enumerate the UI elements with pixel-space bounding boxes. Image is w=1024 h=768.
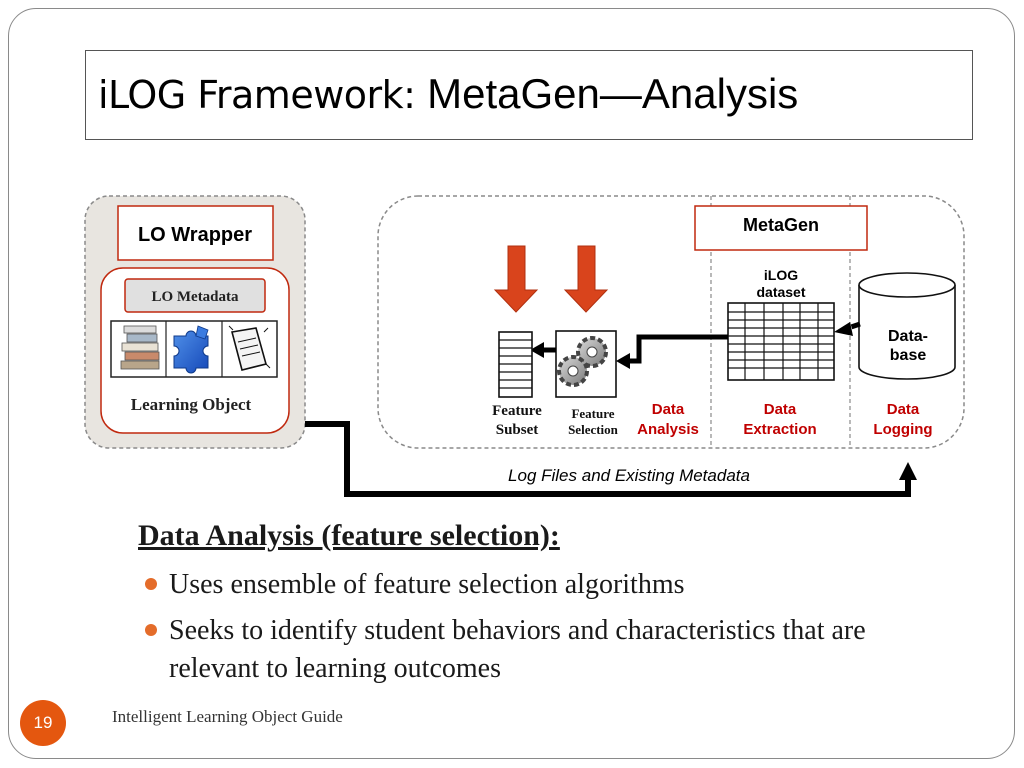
learning-object-label: Learning Object bbox=[131, 395, 252, 414]
data-logging-line2: Logging bbox=[873, 421, 932, 438]
books-icon bbox=[120, 325, 160, 370]
title-box: iLOG Framework: MetaGen—Analysis bbox=[85, 50, 973, 140]
bullet-dot-icon bbox=[145, 578, 157, 590]
slide-title: iLOG Framework: MetaGen—Analysis bbox=[98, 73, 798, 115]
page-number-badge: 19 bbox=[20, 700, 66, 746]
metagen-label: MetaGen bbox=[743, 215, 819, 235]
lo-metadata-label: LO Metadata bbox=[151, 289, 239, 305]
slide-frame bbox=[8, 8, 1015, 759]
feature-subset-table bbox=[498, 331, 533, 398]
data-extraction-line1: Data bbox=[764, 401, 797, 418]
title-strong: iLOG Framework: bbox=[98, 73, 416, 117]
lo-wrapper-box bbox=[117, 205, 274, 261]
dataset-to-gears-arrow-line bbox=[628, 334, 728, 364]
db-to-dataset-arrow-line bbox=[847, 321, 861, 331]
feature-selection-line2: Selection bbox=[568, 422, 619, 437]
log-files-label: Log Files and Existing Metadata bbox=[508, 466, 750, 485]
gears-to-subset-arrowhead bbox=[530, 342, 544, 358]
section-heading: Data Analysis (feature selection): bbox=[138, 519, 560, 552]
ilog-dataset-line2: dataset bbox=[756, 284, 805, 300]
down-arrow-icon bbox=[493, 245, 539, 313]
dataset-to-gears-arrowhead bbox=[616, 353, 630, 369]
data-logging-line1: Data bbox=[887, 401, 920, 418]
down-arrow-icon bbox=[563, 245, 609, 313]
metagen-box bbox=[694, 205, 868, 251]
database-icon bbox=[858, 272, 956, 380]
database-line1: Data- bbox=[888, 328, 928, 345]
document-icon bbox=[228, 325, 271, 371]
bullet-item: Seeks to identify student behaviors and … bbox=[145, 612, 905, 688]
footer-text: Intelligent Learning Object Guide bbox=[112, 707, 343, 726]
bullet-text: Uses ensemble of feature selection algor… bbox=[169, 569, 685, 600]
bullet-dot-icon bbox=[145, 624, 157, 636]
data-extraction-line2: Extraction bbox=[743, 421, 816, 438]
log-files-arrow-line bbox=[305, 421, 911, 497]
feature-subset-line1: Feature bbox=[492, 403, 542, 419]
ilog-dataset-table bbox=[727, 302, 835, 381]
puzzle-icon bbox=[173, 325, 209, 374]
bullet-item: Uses ensemble of feature selection algor… bbox=[145, 566, 905, 604]
lo-wrapper-label: LO Wrapper bbox=[138, 224, 252, 246]
bullet-text: Seeks to identify student behaviors and … bbox=[169, 615, 866, 684]
db-to-dataset-arrowhead bbox=[834, 322, 853, 336]
feature-subset-line2: Subset bbox=[496, 422, 539, 438]
gears-icon bbox=[557, 336, 608, 387]
page-number: 19 bbox=[33, 713, 53, 732]
lo-metadata-box bbox=[124, 278, 266, 313]
database-line2: base bbox=[890, 347, 927, 364]
data-analysis-line1: Data bbox=[652, 401, 685, 418]
title-rest: MetaGen—Analysis bbox=[415, 70, 799, 117]
feature-selection-line1: Feature bbox=[571, 406, 614, 421]
bullet-list: Uses ensemble of feature selection algor… bbox=[145, 566, 905, 696]
lo-wrapper-group: LO Wrapper LO Metadata bbox=[84, 195, 306, 449]
data-analysis-line2: Analysis bbox=[637, 421, 699, 438]
log-files-arrowhead bbox=[899, 462, 917, 480]
ilog-dataset-line1: iLOG bbox=[764, 267, 798, 283]
